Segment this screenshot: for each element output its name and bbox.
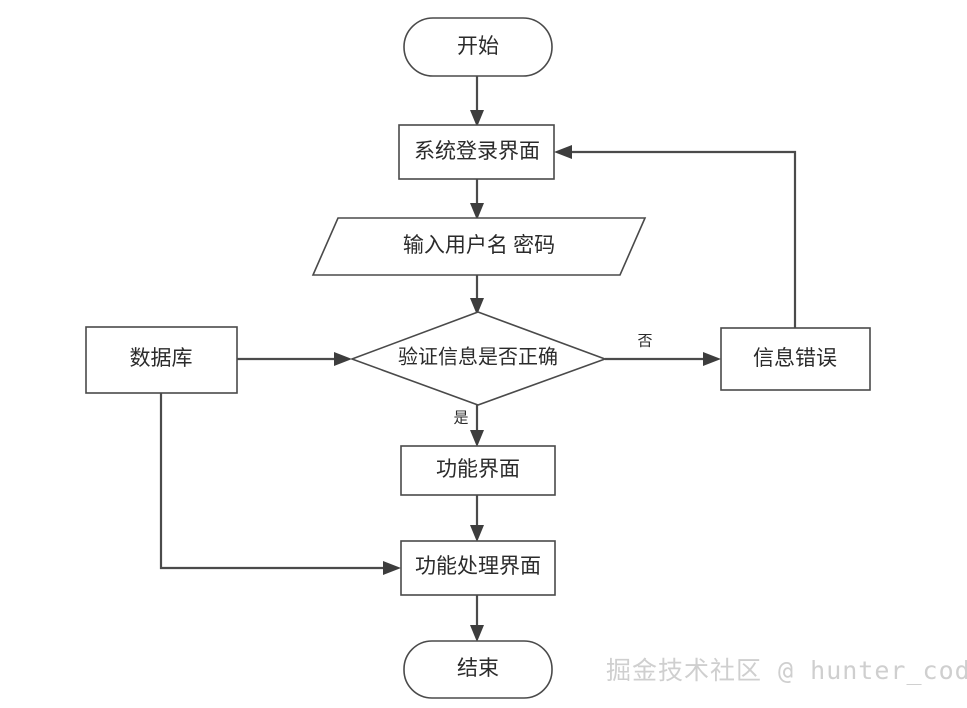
edge-database-to-process xyxy=(159,393,401,575)
input-shape xyxy=(311,217,647,276)
error-shape xyxy=(720,327,871,391)
start-label: 开始 xyxy=(457,34,499,58)
edge-error-to-login-feedback xyxy=(554,145,797,328)
edge-decision-to-error xyxy=(605,352,721,366)
function-screen-shape xyxy=(400,445,556,496)
process-screen-label: 功能处理界面 xyxy=(415,554,541,578)
edge-start-to-login xyxy=(470,75,484,127)
edge-process-to-end xyxy=(470,595,484,642)
edge-label-yes: 是 xyxy=(453,410,468,426)
node-input[interactable]: 输入用户名 密码 xyxy=(311,217,647,276)
start-shape xyxy=(403,17,553,77)
node-database[interactable]: 数据库 xyxy=(85,326,238,394)
login-screen-shape xyxy=(398,124,555,180)
function-screen-label: 功能界面 xyxy=(436,457,520,481)
node-login-screen[interactable]: 系统登录界面 xyxy=(398,124,555,180)
node-error[interactable]: 信息错误 xyxy=(720,327,871,391)
decision-label: 验证信息是否正确 xyxy=(398,346,558,369)
edge-decision-to-function xyxy=(470,405,484,447)
edge-database-to-decision xyxy=(237,352,352,366)
edges-layer xyxy=(159,75,797,642)
process-screen-shape xyxy=(400,540,556,596)
end-label: 结束 xyxy=(457,656,499,680)
edge-function-to-process xyxy=(470,495,484,542)
node-end[interactable]: 结束 xyxy=(403,640,553,699)
login-screen-label: 系统登录界面 xyxy=(414,139,540,163)
node-decision[interactable]: 验证信息是否正确 xyxy=(349,311,608,406)
edge-login-to-input xyxy=(470,178,484,220)
node-start[interactable]: 开始 xyxy=(403,17,553,77)
decision-shape xyxy=(349,311,608,406)
error-label: 信息错误 xyxy=(753,346,837,370)
input-label: 输入用户名 密码 xyxy=(403,233,555,257)
edge-input-to-decision xyxy=(470,275,484,315)
database-shape xyxy=(85,326,238,394)
watermark: 掘金技术社区 @ hunter_code xyxy=(606,656,967,685)
end-shape xyxy=(403,640,553,699)
database-label: 数据库 xyxy=(130,346,193,370)
node-function-screen[interactable]: 功能界面 xyxy=(400,445,556,496)
edge-label-no: 否 xyxy=(637,333,652,349)
node-process-screen[interactable]: 功能处理界面 xyxy=(400,540,556,596)
